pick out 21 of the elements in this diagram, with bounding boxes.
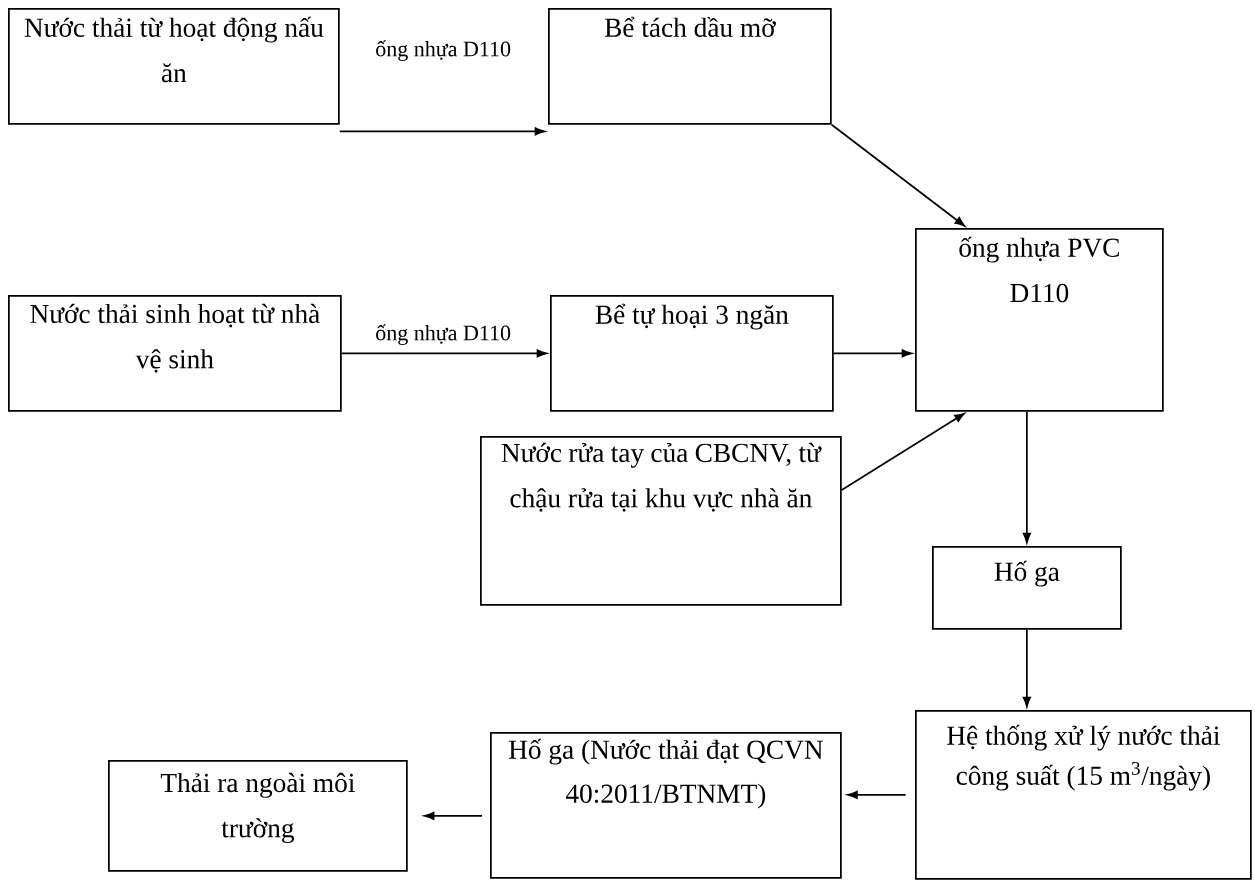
- arrow: [830, 123, 966, 227]
- process-box: Hố ga (Nước thải đạt QCVN 40:2011/BTNMT): [490, 732, 842, 879]
- arrow: [338, 127, 546, 136]
- process-box: Hệ thống xử lý nước thải công suất (15 m$^{3}$/ngày): [915, 710, 1252, 880]
- arrow: [340, 349, 548, 358]
- process-box: Bể tự hoại 3 ngăn: [550, 295, 834, 412]
- arrow: [1022, 628, 1031, 708]
- arrow: [424, 811, 483, 820]
- process-box: ống nhựa PVC D110: [915, 228, 1164, 412]
- process-box: Thải ra ngoài môi trường: [108, 760, 408, 872]
- arrow: [832, 349, 913, 358]
- arrow: [1022, 410, 1031, 544]
- process-box: Hố ga: [932, 546, 1122, 630]
- process-box: Nước rửa tay của CBCNV, từ chậu rửa tại khu vực nhà ăn: [480, 436, 842, 606]
- arrow: [847, 790, 907, 799]
- edge-label: ống nhựa D110: [376, 324, 511, 345]
- process-box: Nước thải từ hoạt động nấu ăn: [8, 8, 340, 125]
- process-box: Bể tách dầu mỡ: [548, 8, 832, 125]
- arrow: [840, 412, 965, 491]
- process-box: Nước thải sinh hoạt từ nhà vệ sinh: [8, 295, 342, 412]
- edge-label: ống nhựa D110: [376, 40, 511, 61]
